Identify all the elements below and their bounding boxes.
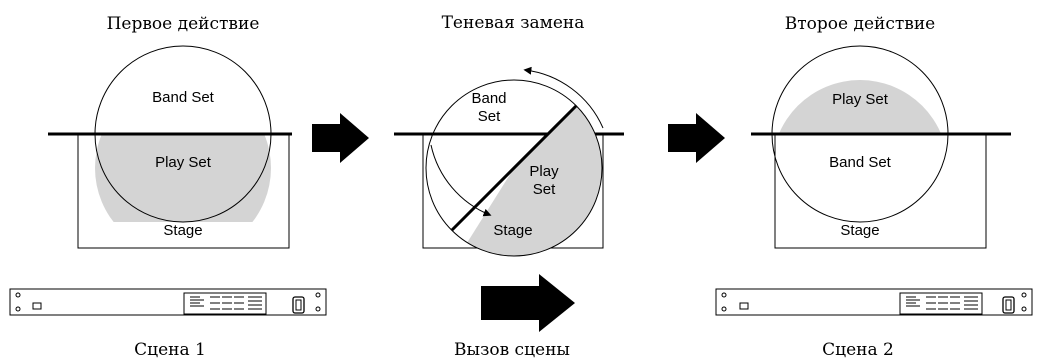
scene-label: Сцена 2 [822, 340, 894, 360]
panel-title: Первое действие [107, 14, 260, 34]
right-arrow-icon [668, 113, 725, 163]
right-arrow-icon [481, 274, 575, 332]
set-fill-bottom [95, 134, 271, 222]
set-label-bottom: Band Set [829, 154, 892, 171]
revolving-stage [425, 79, 603, 257]
set-divider [450, 104, 578, 232]
stage-label: Stage [840, 222, 879, 239]
panel-title: Второе действие [785, 14, 935, 34]
set-label-right-line1: Play [529, 163, 559, 180]
set-fill-right [450, 103, 602, 256]
set-label-left-line2: Set [478, 108, 501, 125]
rotation-arrow-icon [430, 144, 492, 217]
rotation-arrow-icon [523, 66, 604, 129]
set-label-right-line2: Set [533, 181, 556, 198]
panel-second-action: Второе действие Play Set Band Set Stage … [715, 14, 1033, 360]
right-arrow-icon [312, 113, 369, 163]
set-label-left-line1: Band [471, 90, 506, 107]
set-label-top: Play Set [832, 91, 889, 108]
stage-label: Stage [493, 222, 532, 239]
set-label-top: Band Set [152, 89, 215, 106]
rack-mixer-icon [715, 288, 1033, 316]
scene-label: Сцена 1 [134, 340, 206, 360]
set-label-bottom: Play Set [155, 154, 212, 171]
panel-first-action: Первое действие Band Set Play Set Stage … [9, 14, 327, 360]
panel-title: Теневая замена [442, 13, 585, 33]
scene-label: Вызов сцены [454, 340, 570, 360]
panel-shadow-change: Теневая замена Band Set Play Set Stage В… [394, 13, 624, 360]
rack-mixer-icon [9, 288, 327, 316]
stage-label: Stage [163, 222, 202, 239]
stage-box [774, 133, 987, 249]
